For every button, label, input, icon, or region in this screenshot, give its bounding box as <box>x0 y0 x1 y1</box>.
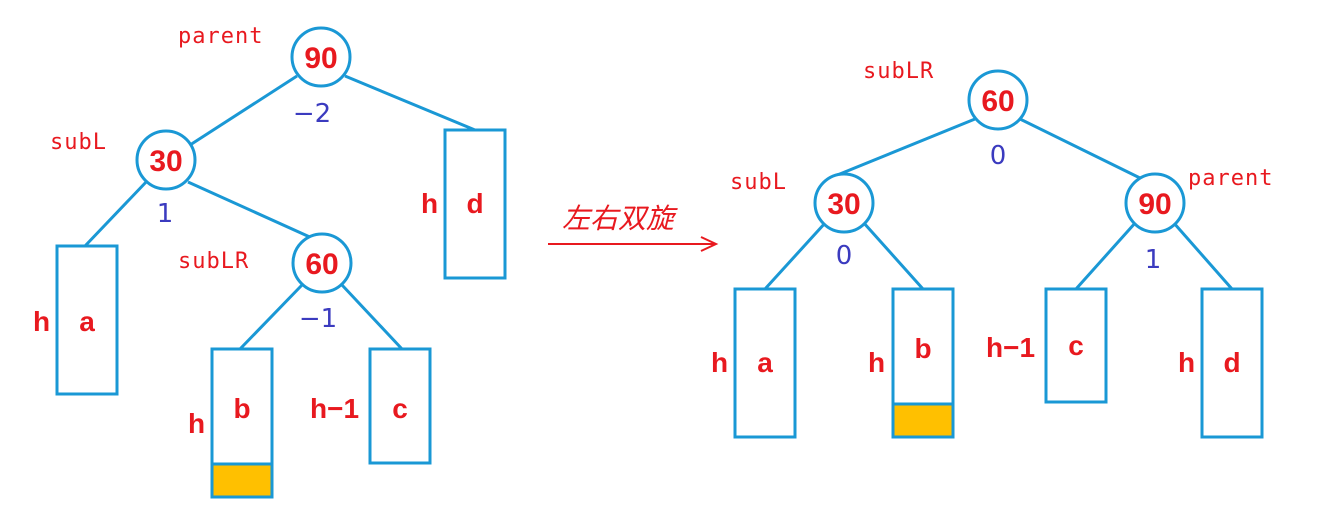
after-subtree-b: b h <box>868 287 955 439</box>
subtree-height: h <box>1178 347 1195 378</box>
edge-subl-a <box>763 220 828 291</box>
balance-factor: −1 <box>299 304 337 334</box>
node-value: 90 <box>1138 188 1171 221</box>
before-tree: 90 parent −2 30 subL 1 60 subLR −1 a h <box>33 24 507 499</box>
inserted-node <box>210 462 274 499</box>
subtree-height: h <box>711 347 728 378</box>
after-subtree-a: a h <box>711 287 797 439</box>
edge-parent-subl <box>189 74 298 147</box>
subtree-height: h <box>868 347 885 378</box>
before-subtree-a: a h <box>33 244 119 396</box>
edge-sublr-b <box>238 283 304 351</box>
before-node-sublr: 60 subLR −1 <box>178 232 353 334</box>
subtree-height: h <box>188 408 205 439</box>
after-node-parent: 90 parent 1 <box>1124 166 1273 275</box>
subtree-name: c <box>392 393 408 424</box>
balance-factor: 1 <box>157 199 174 229</box>
subtree-height: h−1 <box>310 393 359 424</box>
subtree-name: a <box>757 347 773 378</box>
subtree-name: c <box>1068 330 1084 361</box>
before-subtree-b: b h <box>188 347 274 499</box>
subtree-height: h−1 <box>986 332 1035 363</box>
rotation-label: 左右双旋 <box>562 202 678 235</box>
balance-factor: 0 <box>990 141 1007 171</box>
subtree-height: h <box>421 188 438 219</box>
pointer-label: parent <box>1188 166 1273 191</box>
after-node-sublr: 60 subLR 0 <box>863 59 1029 171</box>
edge-parent-c <box>1074 220 1138 291</box>
node-value: 30 <box>827 188 860 221</box>
before-node-subl: 30 subL 1 <box>50 129 197 229</box>
subtree-height: h <box>33 306 50 337</box>
pointer-label: subL <box>50 130 107 155</box>
balance-factor: 1 <box>1145 245 1162 275</box>
pointer-label: subLR <box>863 59 934 84</box>
edge-subl-sublr <box>187 180 313 240</box>
node-value: 60 <box>981 85 1014 118</box>
arrow-head-icon <box>700 236 719 252</box>
subtree-name: b <box>914 333 931 364</box>
edge-parent-d <box>1171 221 1234 290</box>
rotation-arrow: 左右双旋 <box>548 202 719 252</box>
subtree-name: a <box>79 306 95 337</box>
subtree-name: d <box>466 188 483 219</box>
before-subtree-c: c h−1 <box>310 347 432 465</box>
edge-sublr-parent <box>1019 117 1141 180</box>
node-value: 30 <box>149 145 182 178</box>
node-value: 90 <box>304 42 337 75</box>
inserted-node <box>891 402 955 439</box>
pointer-label: parent <box>178 24 263 49</box>
node-value: 60 <box>305 248 338 281</box>
balance-factor: −2 <box>293 99 331 129</box>
edge-subl-b <box>861 220 925 291</box>
edge-sublr-subl <box>829 117 976 180</box>
edge-subl-a <box>83 178 150 248</box>
edge-parent-d <box>344 74 476 132</box>
before-subtree-d: d h <box>421 128 507 280</box>
after-node-subl: 30 subL 0 <box>730 170 875 271</box>
edge-sublr-c <box>340 283 404 351</box>
after-tree: 60 subLR 0 30 subL 0 90 parent 1 a h <box>711 59 1273 439</box>
pointer-label: subLR <box>178 249 249 274</box>
subtree-name: b <box>233 393 250 424</box>
before-node-parent: 90 parent −2 <box>178 24 352 129</box>
balance-factor: 0 <box>836 241 853 271</box>
after-subtree-d: d h <box>1178 287 1264 439</box>
subtree-name: d <box>1223 347 1240 378</box>
after-subtree-c: c h−1 <box>986 287 1108 404</box>
pointer-label: subL <box>730 170 787 195</box>
